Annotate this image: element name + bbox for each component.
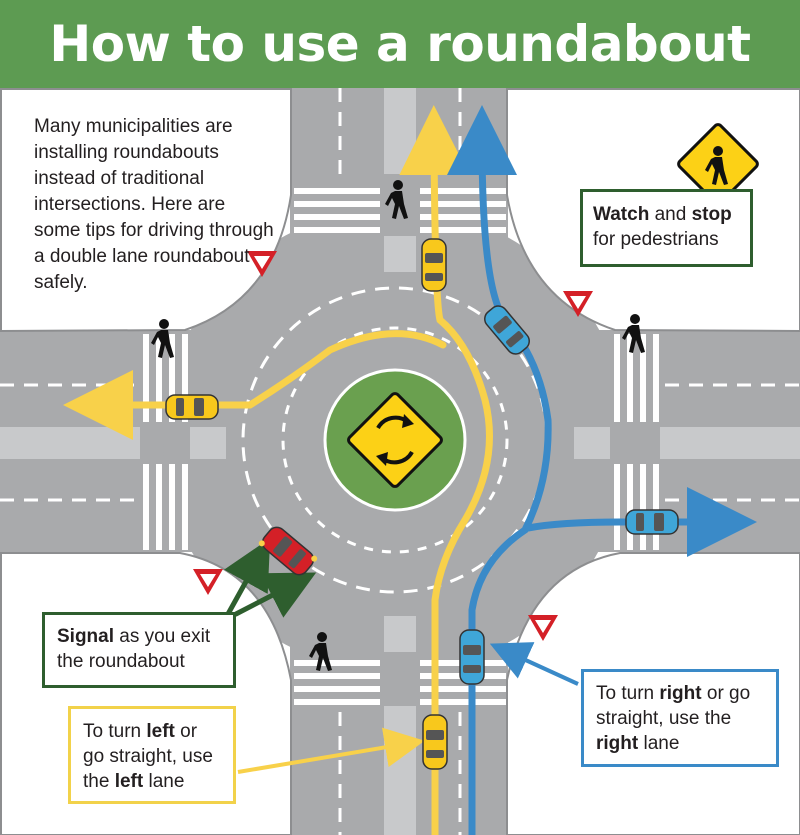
callout-bold: stop [691,204,732,225]
car-icon [422,714,448,770]
callout-bold: right [596,733,639,754]
car-icon [421,238,447,292]
right-lane-pointer [489,642,579,686]
callout-bold: left [146,721,175,742]
right-lane-route [447,105,757,835]
callout-bold: right [659,683,702,704]
callout-text: To turn [596,683,660,704]
pedestrian-crossing-sign-icon [677,123,759,205]
road-medians [0,88,800,835]
callout-bold: Watch [593,204,650,225]
callout-text: To turn [83,721,147,742]
signal-arrows [224,538,317,618]
callout-text: or go straight, use the [83,721,213,792]
callout-text: as you exit the roundabout [57,626,211,672]
left-lane-pointer [237,727,425,774]
car-icon [165,394,219,420]
title-banner: How to use a roundabout [0,0,800,88]
callout-text: for pedestrians [593,229,719,250]
car-icon [484,305,530,355]
callout-bold: Signal [57,626,115,647]
roundabout-sign-icon [347,392,443,488]
callout-text: and [649,204,692,225]
callout-text: lane [143,771,185,792]
car-icon [258,526,318,576]
car-icon [459,629,485,685]
intro-text: Many municipalities are installing round… [34,116,274,293]
central-island [323,368,467,512]
right-lane-callout: To turn right or go straight, use the ri… [581,669,779,767]
callout-text: lane [638,733,680,754]
page-title: How to use a roundabout [49,15,751,73]
callout-text: or go straight, use the [596,683,751,729]
callout-bold: left [114,771,144,792]
left-lane-callout: To turn left or go straight, use the lef… [68,706,236,804]
pedestrian-callout: Watch and stop for pedestrians [580,189,753,267]
car-icon [625,509,679,535]
signal-callout: Signal as you exit the roundabout [42,612,236,688]
